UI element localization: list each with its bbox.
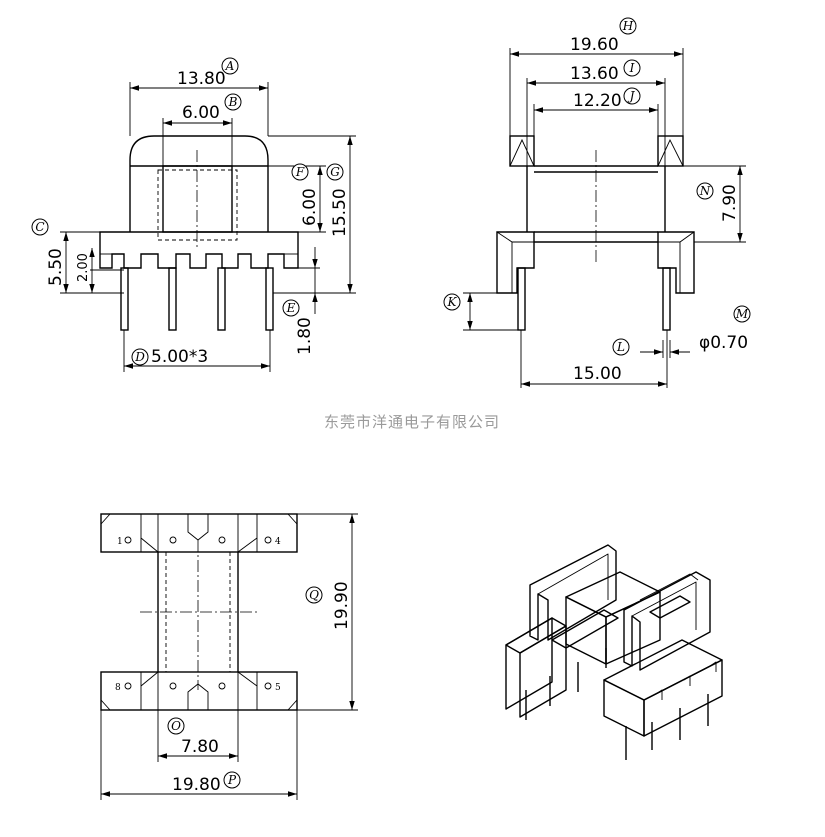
pin-label-8: 8 <box>115 683 121 693</box>
svg-text:D: D <box>134 350 145 364</box>
dim-E-value: 1.80 <box>295 317 315 355</box>
svg-text:O: O <box>171 719 181 733</box>
dim-L-value: 15.00 <box>573 364 622 384</box>
top-view: 1 4 8 5 19.90 Q 7.80 O 19.80 P <box>100 513 358 800</box>
svg-text:F: F <box>295 165 305 179</box>
pin-label-5: 5 <box>275 683 281 693</box>
dim-Q-value: 19.90 <box>332 581 352 630</box>
svg-text:N: N <box>699 184 711 198</box>
svg-text:G: G <box>330 165 340 179</box>
svg-text:E: E <box>286 301 296 315</box>
dim-B-value: 6.00 <box>182 103 220 123</box>
svg-text:L: L <box>616 340 625 354</box>
dim-C-value: 5.50 <box>46 248 66 286</box>
dim-N-value: 7.90 <box>720 184 740 222</box>
pin-label-1: 1 <box>117 537 123 547</box>
dim-J-value: 12.20 <box>573 91 622 111</box>
dim-I-value: 13.60 <box>570 64 619 84</box>
dim-P-value: 19.80 <box>172 775 221 795</box>
side-view: 19.60 H 13.60 I 12.20 J 7.90 N K 15.00 L <box>443 17 751 388</box>
svg-text:P: P <box>227 773 237 787</box>
dim-H-value: 19.60 <box>570 35 619 55</box>
pin-label-4: 4 <box>275 537 281 547</box>
svg-text:B: B <box>228 95 238 109</box>
dim-F-value: 6.00 <box>300 188 320 226</box>
dim-A-value: 13.80 <box>177 69 226 89</box>
svg-text:I: I <box>629 61 635 75</box>
dim-C-inner-value: 2.00 <box>76 253 91 282</box>
svg-text:K: K <box>447 295 458 309</box>
front-view: 13.80 A 6.00 B 5.50 2.00 C 5.00*3 D 1.80… <box>31 57 356 372</box>
dim-D-value: 5.00*3 <box>151 347 208 367</box>
svg-text:Q: Q <box>309 588 319 602</box>
svg-text:C: C <box>35 220 44 234</box>
isometric-view <box>505 544 723 760</box>
svg-text:J: J <box>627 89 636 103</box>
dim-O-value: 7.80 <box>181 737 219 757</box>
svg-text:A: A <box>225 59 235 73</box>
svg-text:M: M <box>735 307 749 321</box>
dim-M-value: φ0.70 <box>699 333 748 353</box>
svg-text:H: H <box>622 19 634 33</box>
company-name: 东莞市洋通电子有限公司 <box>324 413 500 431</box>
dim-G-value: 15.50 <box>330 188 350 237</box>
